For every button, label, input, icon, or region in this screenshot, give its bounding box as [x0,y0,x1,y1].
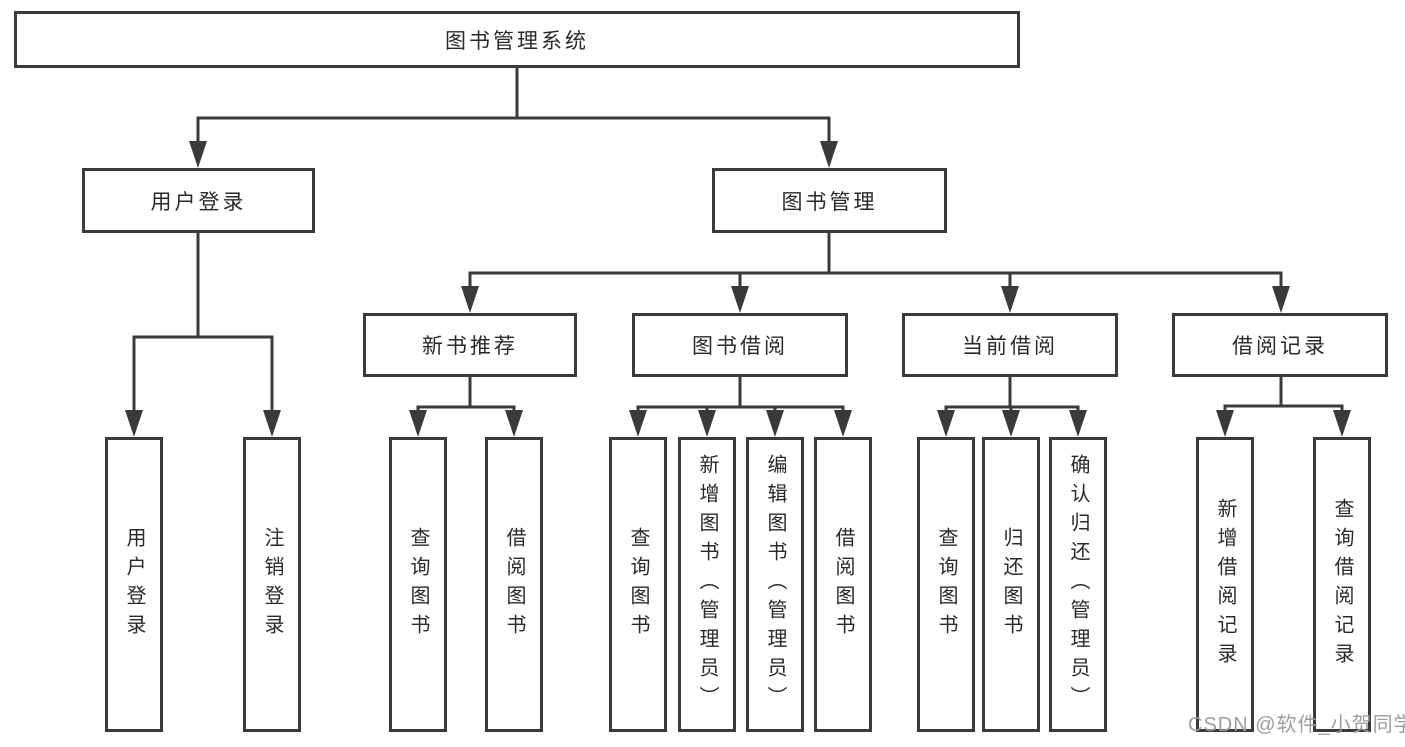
node-label: 查询图书 [407,526,429,643]
node-label: 归还图书 [1000,526,1022,643]
arrow-head-icon [937,410,955,437]
arrow-head-icon [1069,410,1087,437]
leaf-logout: 注销登录 [243,437,301,732]
leaf-query-books: 查询图书 [389,437,447,732]
node-label: 新书推荐 [422,335,518,358]
node-label: 图书管理系统 [445,29,589,53]
arrow-head-icon [1333,410,1351,437]
leaf-borrow-books: 借阅图书 [485,437,543,732]
leaf-return-books: 归还图书 [982,437,1040,732]
leaf-edit-books-admin: 编辑图书（管理员） [746,437,804,732]
node-label: 图书借阅 [692,335,788,358]
arrow-head-icon [629,410,647,437]
arrow-head-icon [505,410,523,437]
node-current-borrowing: 当前借阅 [902,313,1118,377]
node-label: 图书管理 [781,190,878,214]
node-label: 用户登录 [150,190,247,214]
node-borrow-records: 借阅记录 [1172,313,1388,377]
arrow-head-icon [125,410,143,437]
arrow-head-icon [189,141,207,168]
leaf-query-books: 查询图书 [609,437,667,732]
arrow-head-icon [1272,286,1290,313]
node-user-login: 用户登录 [82,168,315,233]
leaf-query-books: 查询图书 [917,437,975,732]
leaf-add-borrow-record: 新增借阅记录 [1196,437,1254,732]
leaf-confirm-return-admin: 确认归还（管理员） [1049,437,1107,732]
node-book-management: 图书管理 [712,168,947,233]
node-label: 查询借阅记录 [1331,497,1353,672]
arrow-head-icon [1001,286,1019,313]
arrow-head-icon [731,286,749,313]
node-label: 借阅图书 [503,526,525,643]
node-label: 新增图书（管理员） [696,454,718,715]
node-label: 查询图书 [627,526,649,643]
arrow-head-icon [698,410,716,437]
arrow-head-icon [820,141,838,168]
node-label: 当前借阅 [962,335,1058,358]
arrow-head-icon [409,410,427,437]
node-label: 查询图书 [935,526,957,643]
node-label: 借阅记录 [1232,335,1328,358]
leaf-add-books-admin: 新增图书（管理员） [678,437,736,732]
arrow-head-icon [461,286,479,313]
arrow-head-icon [1002,410,1020,437]
csdn-watermark: CSDN @软件_小贺同学 [1188,714,1405,736]
leaf-query-borrow-record: 查询借阅记录 [1313,437,1371,732]
arrow-head-icon [263,410,281,437]
node-book-borrowing: 图书借阅 [632,313,848,377]
arrow-head-icon [766,410,784,437]
node-label: 用户登录 [123,526,145,643]
arrow-head-icon [1216,410,1234,437]
node-label: 借阅图书 [832,526,854,643]
node-library-management-system: 图书管理系统 [14,11,1020,68]
node-label: 确认归还（管理员） [1067,454,1089,715]
node-label: 新增借阅记录 [1214,497,1236,672]
node-label: 编辑图书（管理员） [764,454,786,715]
node-label: 注销登录 [261,526,283,643]
leaf-user-login: 用户登录 [105,437,163,732]
node-new-book-recommend: 新书推荐 [363,313,577,377]
leaf-borrow-books: 借阅图书 [814,437,872,732]
arrow-head-icon [834,410,852,437]
